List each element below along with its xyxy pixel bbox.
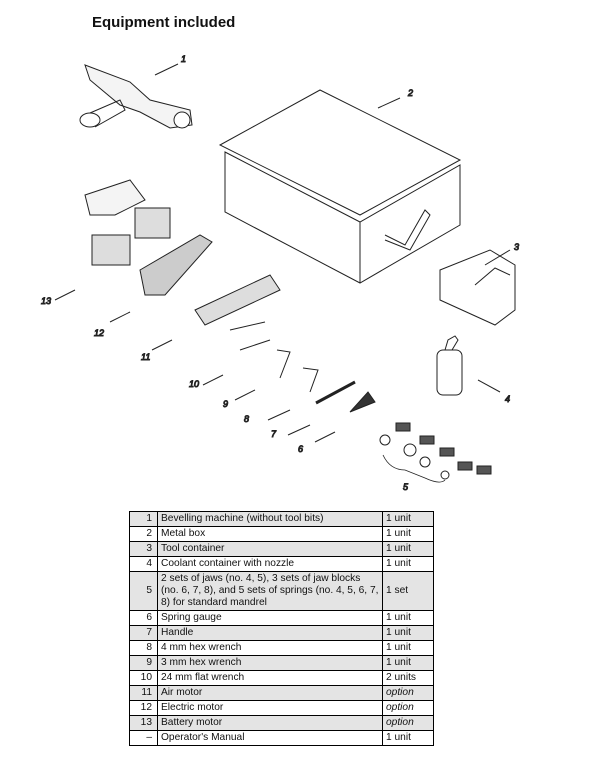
metal-box-drawing [218,89,462,284]
item-number: 6 [129,610,158,626]
item-description: Battery motor [157,715,383,731]
item-quantity: 1 unit [382,541,434,557]
item-number: 9 [129,655,158,671]
tool-container-drawing [439,249,516,326]
item-quantity: 1 unit [382,655,434,671]
item-description: 3 mm hex wrench [157,655,383,671]
item-number: 2 [129,526,158,542]
item-quantity: 1 unit [382,526,434,542]
item-quantity: 1 unit [382,625,434,641]
callout-12: 12 [94,328,104,338]
battery-motor-drawing [84,179,171,266]
callout-13: 13 [41,296,51,306]
item-quantity: 1 unit [382,556,434,572]
item-quantity: 1 unit [382,730,434,746]
item-quantity: option [382,685,434,701]
item-description: Metal box [157,526,383,542]
callout-leaders [54,63,511,443]
coolant-container-drawing [436,335,463,396]
item-number: 7 [129,625,158,641]
item-number: 4 [129,556,158,572]
callout-7: 7 [271,429,277,439]
item-quantity: 1 set [382,571,434,611]
item-number: 5 [129,571,158,611]
item-description: Coolant container with nozzle [157,556,383,572]
item-description: Tool container [157,541,383,557]
item-number: 3 [129,541,158,557]
item-quantity: 1 unit [382,640,434,656]
item-number: 1 [129,511,158,527]
callout-3: 3 [514,242,519,252]
item-quantity: option [382,700,434,716]
callout-2: 2 [407,88,413,98]
small-tools-drawing [229,321,376,413]
callout-11: 11 [141,352,150,362]
item-description: 2 sets of jaws (no. 4, 5), 3 sets of jaw… [157,571,383,611]
callout-10: 10 [189,379,199,389]
item-quantity: 1 unit [382,610,434,626]
callout-9: 9 [223,399,228,409]
item-description: Spring gauge [157,610,383,626]
item-number: 13 [129,715,158,731]
item-description: Handle [157,625,383,641]
callout-4: 4 [505,394,510,404]
item-description: Operator's Manual [157,730,383,746]
item-description: 24 mm flat wrench [157,670,383,686]
item-quantity: option [382,715,434,731]
item-number: 12 [129,700,158,716]
page-title: Equipment included [92,14,236,31]
item-number: 10 [129,670,158,686]
jaw-set-drawing [379,422,492,483]
bevelling-machine-drawing [79,64,193,129]
item-number: – [129,730,158,746]
callout-5: 5 [403,482,409,492]
equipment-illustration: 1 2 3 4 5 6 7 8 9 10 11 12 13 [41,54,520,493]
item-description: 4 mm hex wrench [157,640,383,656]
electric-motor-drawing [139,234,213,296]
callout-8: 8 [244,414,249,424]
item-description: Air motor [157,685,383,701]
item-description: Electric motor [157,700,383,716]
item-quantity: 2 units [382,670,434,686]
callout-6: 6 [298,444,303,454]
item-number: 8 [129,640,158,656]
item-description: Bevelling machine (without tool bits) [157,511,383,527]
item-quantity: 1 unit [382,511,434,527]
callout-1: 1 [181,54,186,64]
air-motor-drawing [194,274,281,326]
item-number: 11 [129,685,158,701]
